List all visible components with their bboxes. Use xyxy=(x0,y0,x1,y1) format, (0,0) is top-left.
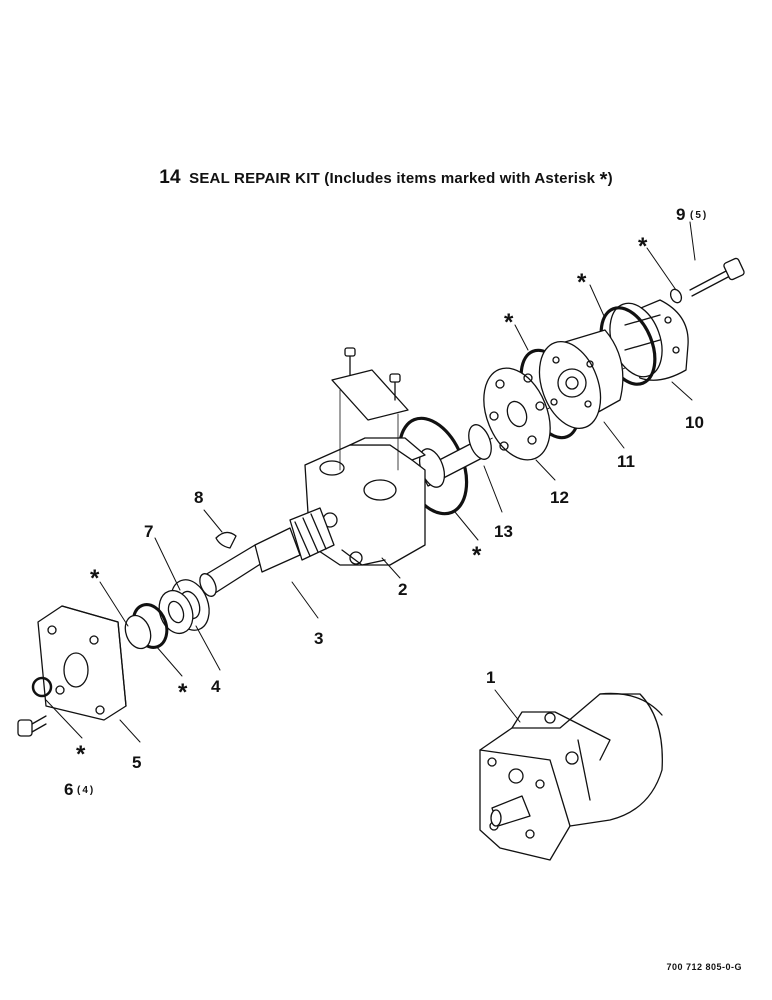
leader-3 xyxy=(291,581,319,619)
asterisk-end-ring: * xyxy=(577,269,587,296)
output-shaft-part xyxy=(199,507,335,597)
label-11: 11 xyxy=(617,452,635,471)
asterisk-housing-ring: * xyxy=(472,542,482,569)
leader-9 xyxy=(689,221,696,261)
bearing-part xyxy=(158,579,210,635)
diagram-title: 14 SEAL REPAIR KIT (Includes items marke… xyxy=(0,166,772,191)
wear-plate-part xyxy=(483,367,551,461)
label-8: 8 xyxy=(194,488,203,507)
asterisk-bearing-ring: * xyxy=(178,679,188,706)
leader-5 xyxy=(119,719,141,743)
label-9-qty: (5) xyxy=(690,210,708,221)
leader-asterisk-ring-a xyxy=(589,284,605,317)
asterisk-gerotor-ring: * xyxy=(504,309,514,336)
mounting-flange-part xyxy=(31,605,127,721)
drive-spline-part xyxy=(418,424,492,488)
shaft-seal-part xyxy=(124,614,152,650)
label-6-qty: (4) xyxy=(77,785,95,796)
leader-11 xyxy=(603,421,625,449)
title-asterisk: * xyxy=(599,169,608,191)
asterisk-shaft-seal: * xyxy=(90,565,100,592)
label-5: 5 xyxy=(132,753,141,772)
label-12: 12 xyxy=(550,488,569,507)
leader-12 xyxy=(535,459,556,481)
label-1: 1 xyxy=(486,668,495,687)
label-3: 3 xyxy=(314,629,323,648)
bolt-part xyxy=(669,257,745,304)
leader-asterisk-flange xyxy=(45,699,83,739)
capscrew-part xyxy=(17,715,47,737)
leader-1 xyxy=(494,689,521,723)
kit-title-text: SEAL REPAIR KIT (Includes items marked w… xyxy=(189,170,596,187)
asterisk-flange-seal: * xyxy=(76,741,86,768)
label-10: 10 xyxy=(685,413,704,432)
leader-asterisk-seal xyxy=(99,581,129,627)
leader-asterisk-ring-b xyxy=(514,324,529,351)
leader-13 xyxy=(483,465,503,513)
gerotor-set-part xyxy=(538,329,624,430)
kit-number: 14 xyxy=(159,167,181,188)
leader-4 xyxy=(195,625,221,671)
leader-asterisk-ring xyxy=(155,645,183,677)
title-close: ) xyxy=(607,170,613,187)
leader-asterisk-housing-ring xyxy=(454,511,479,541)
asterisk-washer: * xyxy=(638,233,648,260)
label-7: 7 xyxy=(144,522,153,541)
document-number: 700 712 805-0-G xyxy=(666,962,742,972)
leader-7 xyxy=(154,537,181,591)
label-6: 6 xyxy=(64,780,73,799)
leader-asterisk-washer xyxy=(646,247,677,291)
label-13: 13 xyxy=(494,522,513,541)
leader-10 xyxy=(671,381,693,401)
leader-2 xyxy=(381,557,401,579)
top-gasket-part xyxy=(331,347,409,471)
woodruff-key-part xyxy=(215,531,237,549)
label-4: 4 xyxy=(211,677,221,696)
label-9: 9 xyxy=(676,205,685,224)
label-2: 2 xyxy=(398,580,407,599)
assembled-motor-part xyxy=(479,692,663,861)
housing-part xyxy=(304,437,426,566)
leader-8 xyxy=(203,509,223,533)
